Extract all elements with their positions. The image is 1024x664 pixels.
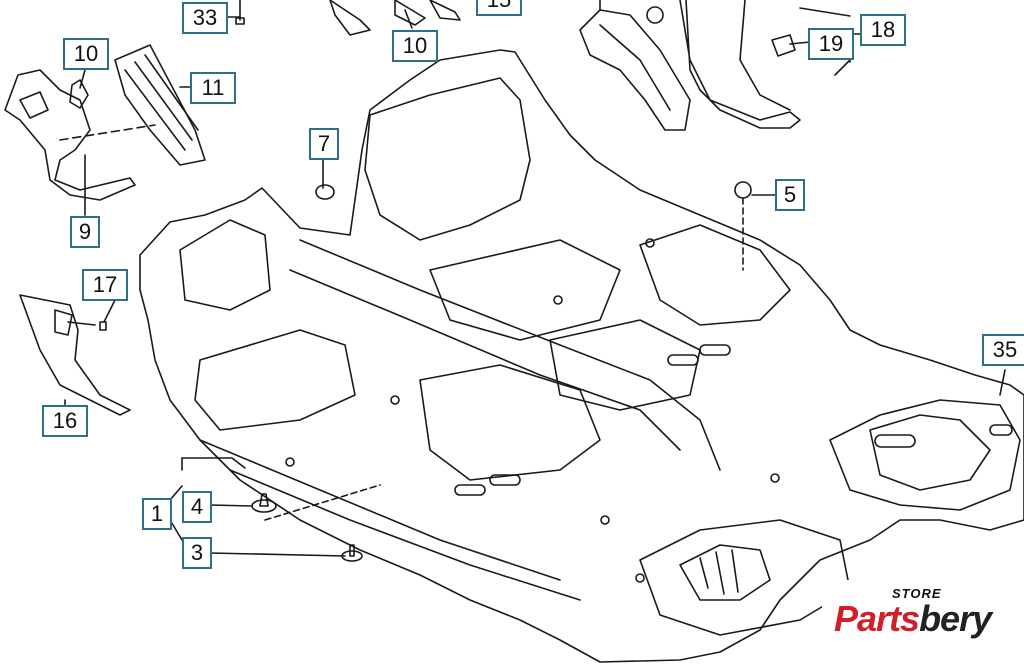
callout-17: 17 [82, 269, 128, 301]
callout-7: 7 [309, 128, 339, 160]
callout-3: 3 [182, 537, 212, 569]
callout-10-upper-left: 10 [63, 38, 109, 70]
upper-bracket [579, 9, 691, 131]
partsbery-logo: STORE Partsbery [822, 580, 1024, 664]
callout-1: 1 [142, 498, 172, 530]
logo-store-text: STORE [892, 586, 942, 601]
logo-bery-text: bery [919, 598, 992, 639]
pillar-trim-part-18 [679, 0, 801, 129]
callout-35: 35 [982, 334, 1024, 366]
callout-33: 33 [182, 2, 228, 34]
callout-19: 19 [808, 28, 854, 60]
pad-part-11 [114, 44, 206, 166]
callout-10-top: 10 [392, 30, 438, 62]
callout-18: 18 [860, 14, 906, 46]
callout-4: 4 [182, 491, 212, 523]
side-trim-part-16 [19, 294, 131, 416]
callout-16: 16 [42, 405, 88, 437]
callout-9: 9 [70, 216, 100, 248]
callout-11: 11 [190, 72, 236, 104]
clip-part-19 [771, 34, 796, 57]
floor-carpet [139, 49, 1024, 663]
logo-brand-text: Partsbery [834, 598, 992, 640]
logo-parts-text: Parts [834, 598, 920, 639]
callout-5: 5 [775, 179, 805, 211]
bracket-part-9 [4, 69, 136, 201]
callout-15: 15 [476, 0, 522, 16]
